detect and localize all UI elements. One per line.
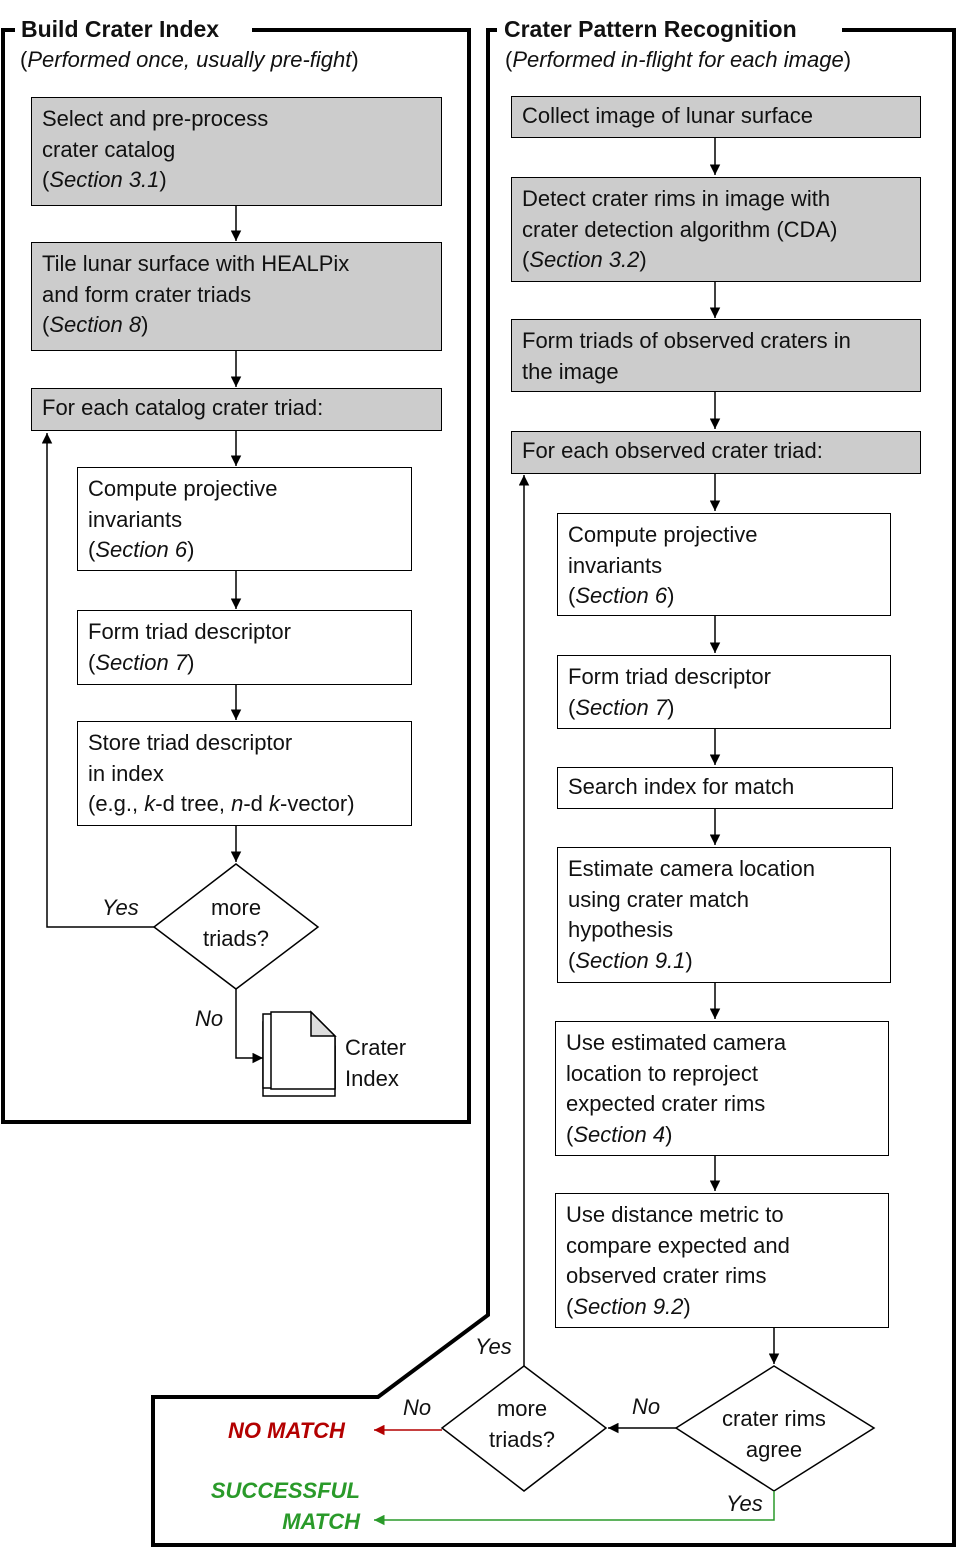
right-panel-subtitle: (Performed in-flight for each image) [505,47,852,72]
arrow-left-no [235,989,263,1064]
left-decision-label: more triads? [202,895,270,951]
right-yes-more-label: Yes [475,1334,512,1359]
right-loop-header: For each observed crater triad: [511,431,921,474]
left-step-form-descriptor: Form triad descriptor (Section 7) [77,610,412,685]
left-step-tile-surface: Tile lunar surface with HEALPix and form… [31,242,442,351]
left-step-compute-invariants: Compute projective invariants (Section 6… [77,467,412,571]
right-panel-frame [151,28,956,1547]
right-no-more-label: No [403,1395,432,1420]
no-match-outcome: NO MATCH [228,1418,345,1443]
more-triads-decision-label: more triads? [488,1396,556,1452]
right-step-estimate-location: Estimate camera location using crater ma… [557,847,891,983]
left-step-store-descriptor: Store triad descriptor in index (e.g., k… [77,721,412,826]
arrow-left-yes-loop [41,433,154,928]
right-no-agree-label: No [632,1394,661,1419]
successful-match-outcome: SUCCESSFUL MATCH [210,1478,360,1534]
crater-index-label: Crater Index [345,1035,407,1091]
agree-decision-label: crater rims agree [722,1406,826,1462]
right-step-search-index: Search index for match [557,767,893,809]
left-panel-frame [1,28,471,1124]
right-step-detect-rims: Detect crater rims in image with crater … [511,177,921,282]
left-step-select-catalog: Select and pre-process crater catalog (S… [31,97,442,206]
right-step-compute-invariants: Compute projective invariants (Section 6… [557,513,891,616]
right-step-distance-metric: Use distance metric to compare expected … [555,1193,889,1328]
right-step-collect-image: Collect image of lunar surface [511,96,921,138]
crater-index-document-icon [262,1010,337,1097]
left-loop-header: For each catalog crater triad: [31,388,442,431]
right-yes-agree-label: Yes [726,1491,763,1516]
right-step-reproject: Use estimated camera location to reproje… [555,1021,889,1156]
left-panel-subtitle: (Performed once, usually pre-fight) [20,47,359,72]
right-step-form-triads: Form triads of observed craters in the i… [511,319,921,392]
left-panel-title: Build Crater Index [15,14,226,45]
left-yes-label: Yes [102,895,139,920]
more-triads-decision-diamond [440,1365,608,1492]
left-no-label: No [195,1006,224,1031]
arrow-success [374,1491,775,1526]
right-panel-title: Crater Pattern Recognition [498,14,803,45]
right-step-form-descriptor: Form triad descriptor (Section 7) [557,655,891,729]
